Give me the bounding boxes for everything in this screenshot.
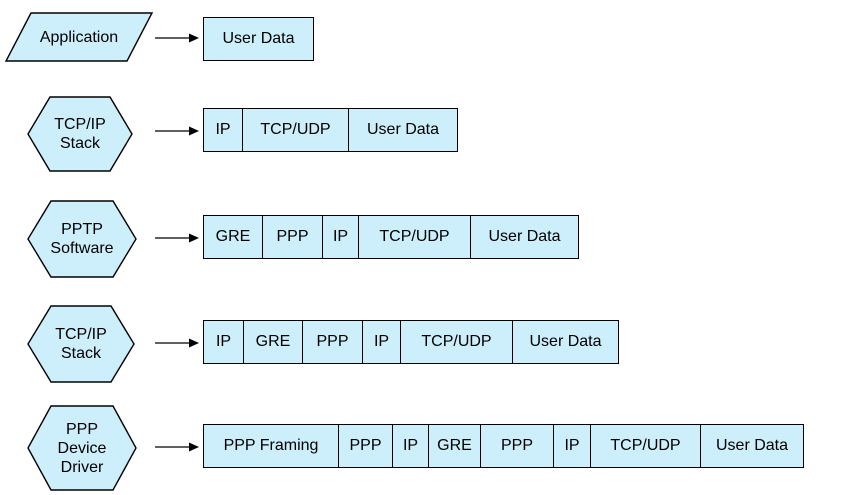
packet-block: IP — [204, 321, 244, 363]
layer-shape-tcp-ip-stack-2: TCP/IP Stack — [27, 305, 135, 383]
layer-shape-tcp-ip-stack-1: TCP/IP Stack — [27, 96, 133, 172]
packet-block: TCP/UDP — [591, 425, 701, 467]
packet-block: IP — [363, 321, 401, 363]
arrow-right-icon — [155, 31, 201, 43]
packet-block: GRE — [244, 321, 303, 363]
arrow-right-icon — [155, 336, 201, 348]
packet-block: TCP/UDP — [359, 216, 471, 258]
layer-shape-pptp-software: PPTP Software — [27, 200, 137, 278]
packet-block: GRE — [204, 216, 263, 258]
arrow-right-icon — [155, 231, 201, 243]
layer-shape-application: Application — [4, 12, 154, 62]
layer-label-pptp-software: PPTP Software — [50, 221, 114, 257]
packet-block: PPP — [263, 216, 323, 258]
packet-block: GRE — [429, 425, 481, 467]
layer-shape-ppp-device-driver: PPP Device Driver — [27, 405, 137, 491]
packet-block: TCP/UDP — [401, 321, 513, 363]
arrow-right-icon — [155, 124, 201, 136]
packet-block: PPP — [303, 321, 363, 363]
packet-block: User Data — [471, 216, 579, 258]
packet-block: User Data — [349, 109, 458, 151]
packet-block: PPP — [481, 425, 554, 467]
layer-label-tcp-ip-stack-1: TCP/IP Stack — [54, 116, 106, 152]
packet-block: PPP Framing — [204, 425, 339, 467]
layer-label-tcp-ip-stack-2: TCP/IP Stack — [55, 326, 107, 362]
packet-application: User Data — [203, 17, 314, 61]
packet-block: User Data — [204, 18, 314, 60]
packet-block: User Data — [701, 425, 804, 467]
arrow-right-icon — [155, 440, 201, 452]
packet-block: IP — [393, 425, 429, 467]
packet-block: PPP — [339, 425, 393, 467]
packet-block: IP — [323, 216, 359, 258]
layer-label-ppp-device-driver: PPP Device Driver — [57, 420, 107, 476]
packet-block: User Data — [513, 321, 619, 363]
packet-block: TCP/UDP — [243, 109, 349, 151]
layer-label-application: Application — [39, 28, 119, 46]
packet-block: IP — [554, 425, 591, 467]
packet-block: IP — [204, 109, 243, 151]
